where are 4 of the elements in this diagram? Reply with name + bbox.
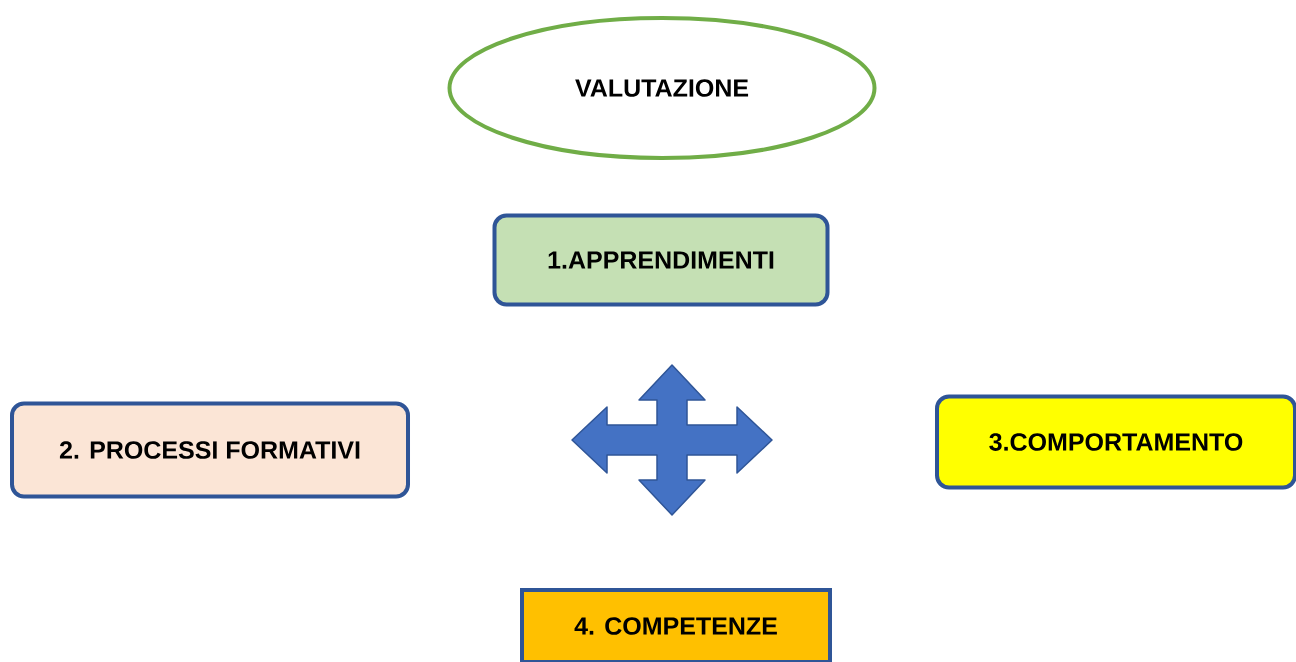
square-box: 4. COMPETENZE [520, 588, 832, 662]
rounded-box: 2. PROCESSI FORMATIVI [10, 401, 410, 499]
rounded-box: 1.APPRENDIMENTI [492, 213, 830, 307]
rounded-box: 3.COMPORTAMENTO [935, 394, 1296, 490]
